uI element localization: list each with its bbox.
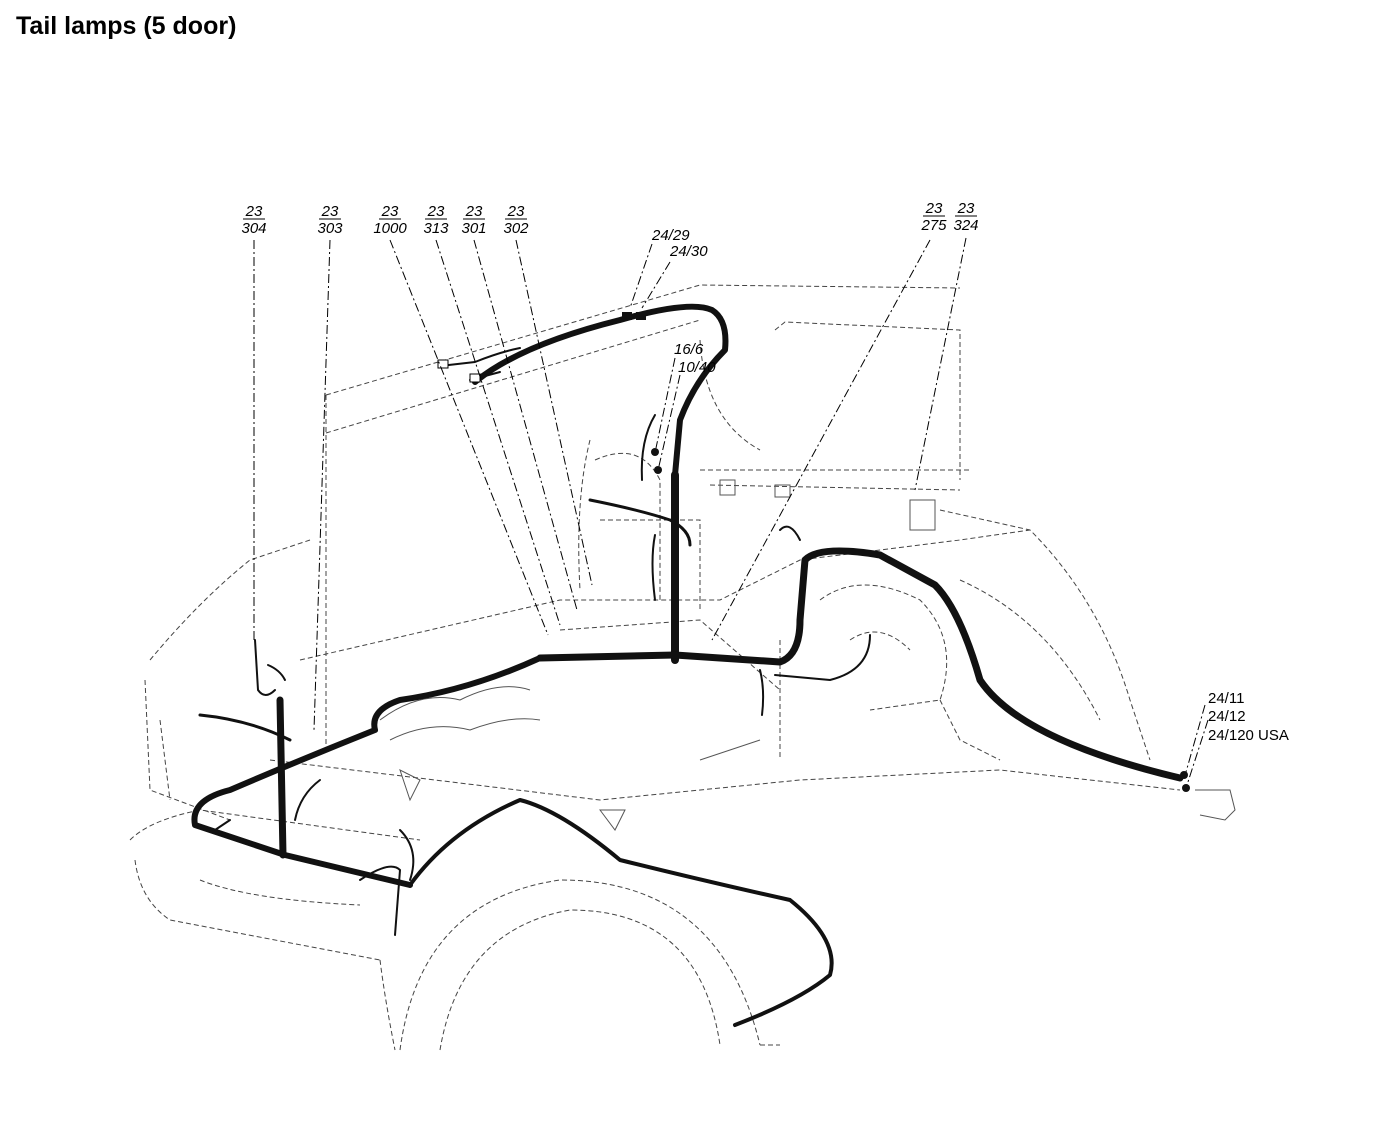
connectors [437, 312, 1190, 792]
connector-2430 [636, 312, 646, 320]
label-1040: 10/40 [678, 359, 716, 376]
callout-275: 23 275 [920, 200, 947, 234]
wiring-harness [191, 303, 1184, 1027]
callout-324: 23 324 [953, 200, 978, 234]
connector-166 [651, 448, 659, 456]
connector-roof-b [469, 373, 481, 383]
callout-313-top: 23 [427, 203, 445, 220]
callout-304-bottom: 304 [241, 220, 266, 237]
callout-304-top: 23 [245, 203, 263, 220]
callout-302-top: 23 [507, 203, 525, 220]
label-2430: 24/30 [669, 243, 708, 260]
callout-275-top: 23 [925, 200, 943, 217]
callout-275-bottom: 275 [920, 217, 947, 234]
label-2429: 24/29 [651, 227, 690, 244]
callout-324-top: 23 [957, 200, 975, 217]
callout-1000: 23 1000 [373, 203, 407, 237]
callout-303: 23 303 [317, 203, 343, 237]
connector-2429 [622, 312, 632, 320]
label-24120: 24/120 USA [1208, 727, 1289, 744]
callout-303-bottom: 303 [317, 220, 343, 237]
callout-1000-top: 23 [381, 203, 399, 220]
label-166: 16/6 [674, 341, 704, 358]
connector-2412 [1182, 784, 1190, 792]
connector-1040 [654, 466, 662, 474]
connector-roof-a [437, 359, 449, 369]
callout-301-bottom: 301 [461, 220, 486, 237]
callout-301-top: 23 [465, 203, 483, 220]
callout-303-top: 23 [321, 203, 339, 220]
callout-302: 23 302 [503, 203, 529, 237]
connector-2411 [1180, 771, 1188, 779]
callout-1000-bottom: 1000 [373, 220, 407, 237]
callout-324-bottom: 324 [953, 217, 978, 234]
callout-313-bottom: 313 [423, 220, 449, 237]
callout-304: 23 304 [241, 203, 266, 237]
callout-313: 23 313 [423, 203, 449, 237]
label-2411: 24/11 [1208, 690, 1244, 707]
label-2412: 24/12 [1208, 708, 1246, 725]
callout-302-bottom: 302 [503, 220, 529, 237]
page-title: Tail lamps (5 door) [16, 12, 237, 40]
leader-lines [253, 237, 1209, 786]
callout-301: 23 301 [461, 203, 486, 237]
vehicle-body-outline [129, 284, 1236, 1051]
